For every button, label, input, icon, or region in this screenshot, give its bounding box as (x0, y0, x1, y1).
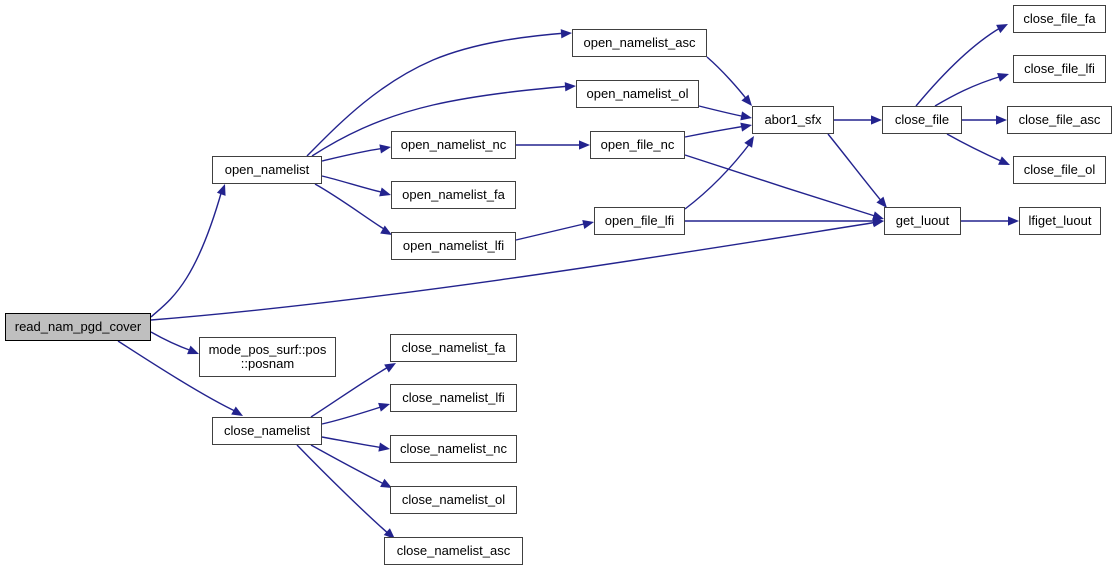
node-close_namelist_lfi[interactable]: close_namelist_lfi (390, 384, 517, 412)
edge-read_nam_pgd_cover-to-mode_pos_surf (150, 331, 193, 352)
arrowhead-close_file-to-close_file_fa (996, 24, 1008, 34)
node-open_file_nc[interactable]: open_file_nc (590, 131, 685, 159)
node-close_namelist_asc[interactable]: close_namelist_asc (384, 537, 523, 565)
edge-close_namelist-to-close_namelist_asc (296, 444, 391, 536)
arrowhead-read_nam_pgd_cover-to-get_luout (872, 218, 884, 228)
edge-open_namelist-to-open_namelist_lfi (314, 183, 388, 232)
node-mode_pos_surf[interactable]: mode_pos_surf::pos ::posnam (199, 337, 336, 377)
edge-close_namelist-to-close_namelist_lfi (321, 405, 385, 425)
arrowhead-close_file-to-close_file_asc (996, 115, 1007, 125)
node-close_file_fa[interactable]: close_file_fa (1013, 5, 1106, 33)
edge-open_namelist-to-open_namelist_nc (321, 147, 386, 162)
edge-close_namelist-to-close_namelist_ol (310, 444, 387, 486)
edge-open_file_lfi-to-abor1_sfx (684, 141, 752, 210)
node-open_namelist_lfi[interactable]: open_namelist_lfi (391, 232, 516, 260)
node-open_namelist_asc[interactable]: open_namelist_asc (572, 29, 707, 57)
edge-open_namelist-to-open_namelist_fa (321, 175, 386, 194)
arrowhead-close_namelist-to-close_namelist_nc (378, 442, 390, 452)
node-open_file_lfi[interactable]: open_file_lfi (594, 207, 685, 235)
node-close_file_ol[interactable]: close_file_ol (1013, 156, 1106, 184)
edge-close_namelist-to-close_namelist_nc (321, 436, 385, 449)
edge-open_namelist_ol-to-abor1_sfx (698, 105, 747, 118)
edge-open_namelist_asc-to-abor1_sfx (706, 56, 749, 102)
edge-open_file_nc-to-get_luout (684, 154, 879, 218)
node-close_namelist[interactable]: close_namelist (212, 417, 322, 445)
edge-abor1_sfx-to-get_luout (827, 133, 884, 204)
arrowhead-open_file_lfi-to-abor1_sfx (744, 136, 754, 148)
arrowhead-close_file-to-close_file_lfi (997, 73, 1009, 82)
arrowhead-get_luout-to-lfiget_luout (1008, 216, 1019, 226)
edge-close_file-to-close_file_fa (915, 27, 1001, 107)
edge-open_file_nc-to-abor1_sfx (684, 125, 747, 138)
node-open_namelist[interactable]: open_namelist (212, 156, 322, 184)
arrowhead-read_nam_pgd_cover-to-open_namelist (216, 184, 226, 196)
node-lfiget_luout[interactable]: lfiget_luout (1019, 207, 1101, 235)
arrowhead-open_namelist-to-open_namelist_asc (560, 29, 572, 39)
arrowhead-close_file-to-close_file_ol (998, 156, 1010, 165)
node-close_file[interactable]: close_file (882, 106, 962, 134)
node-close_namelist_fa[interactable]: close_namelist_fa (390, 334, 517, 362)
node-open_namelist_ol[interactable]: open_namelist_ol (576, 80, 699, 108)
node-close_file_lfi[interactable]: close_file_lfi (1013, 55, 1106, 83)
node-read_nam_pgd_cover[interactable]: read_nam_pgd_cover (5, 313, 151, 341)
arrowhead-open_namelist-to-open_namelist_ol (564, 82, 576, 92)
arrowhead-abor1_sfx-to-close_file (871, 115, 882, 125)
edge-open_namelist_lfi-to-open_file_lfi (515, 222, 589, 241)
arrowhead-open_namelist_ol-to-abor1_sfx (740, 111, 752, 121)
node-close_namelist_nc[interactable]: close_namelist_nc (390, 435, 517, 463)
node-abor1_sfx[interactable]: abor1_sfx (752, 106, 834, 134)
node-get_luout[interactable]: get_luout (884, 207, 961, 235)
edge-close_file-to-close_file_ol (946, 133, 1004, 163)
arrowhead-open_file_lfi-to-get_luout (873, 216, 884, 226)
node-close_file_asc[interactable]: close_file_asc (1007, 106, 1112, 134)
arrowhead-open_namelist-to-open_namelist_nc (379, 144, 391, 154)
edge-close_file-to-close_file_lfi (934, 75, 1003, 107)
node-open_namelist_fa[interactable]: open_namelist_fa (391, 181, 516, 209)
node-open_namelist_nc[interactable]: open_namelist_nc (391, 131, 516, 159)
arrowhead-open_namelist_nc-to-open_file_nc (579, 140, 590, 150)
edge-read_nam_pgd_cover-to-open_namelist (150, 189, 223, 318)
arrowhead-open_file_nc-to-abor1_sfx (740, 122, 752, 132)
node-close_namelist_ol[interactable]: close_namelist_ol (390, 486, 517, 514)
